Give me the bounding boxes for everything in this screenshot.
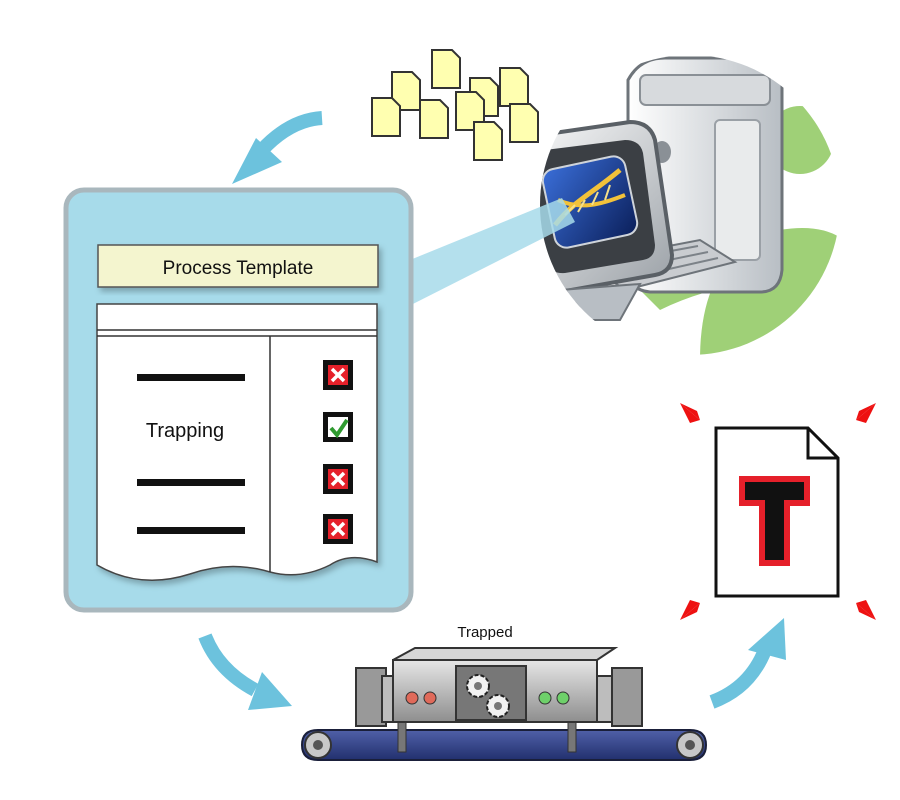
computer-tower-icon: [626, 56, 784, 294]
template-title-bar: [97, 244, 379, 288]
document-icon: [714, 426, 840, 598]
x-mark-icon: [323, 360, 353, 390]
template-sheet: [96, 303, 378, 581]
machine-label: Trapped: [457, 624, 512, 641]
step-label-trapping: Trapping: [146, 420, 224, 442]
row-line-3: [137, 479, 245, 486]
file-stack-icon: [371, 49, 539, 161]
corner-marker-icon: [680, 403, 876, 620]
template-title: Process Template: [163, 258, 314, 279]
gear-icon: [466, 674, 490, 698]
flow-arrow-bottom-right: [709, 618, 786, 709]
output-doc-letter: T: [0, 0, 1, 1]
flow-arrow-bottom-left: [198, 633, 292, 710]
workstation-scene: [540, 55, 840, 355]
gear-icon: [486, 694, 510, 718]
zoom-callout: [405, 198, 575, 308]
x-mark-icon: [323, 464, 353, 494]
x-mark-icon: [323, 514, 353, 544]
check-mark-icon: [323, 412, 353, 442]
row-line-4: [137, 527, 245, 534]
row-line-1: [137, 374, 245, 381]
flow-arrow-top: [232, 111, 323, 184]
process-template-panel: Process Template Trapping: [63, 187, 414, 613]
